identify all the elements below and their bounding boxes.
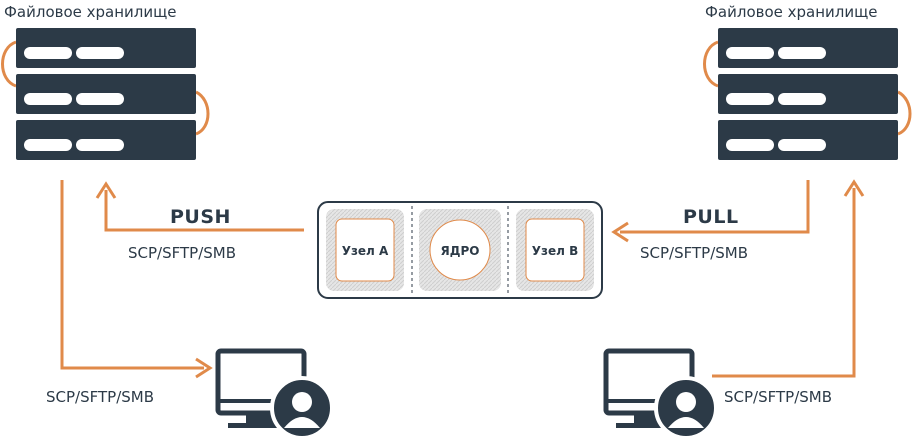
push-label: PUSH (170, 206, 231, 228)
client-right-protocols: SCP/SFTP/SMB (724, 388, 832, 406)
right-client-arrow (712, 179, 865, 378)
user-left-icon (270, 376, 334, 440)
core-label: ЯДРО (441, 244, 480, 258)
core-cluster (317, 201, 603, 299)
push-protocols: SCP/SFTP/SMB (128, 244, 236, 262)
node-b-label: Узел В (532, 244, 578, 258)
left-client-arrow (60, 180, 213, 379)
user-right-icon (654, 376, 718, 440)
pull-flow-arrow (611, 180, 810, 243)
server-rack-left (1, 28, 210, 160)
storage-right-label: Файловое хранилище (705, 3, 877, 21)
pull-label: PULL (683, 206, 739, 228)
node-a-label: Узел А (342, 244, 389, 258)
client-left-protocols: SCP/SFTP/SMB (46, 388, 154, 406)
push-flow-arrow (95, 181, 304, 232)
server-rack-right (703, 28, 912, 160)
storage-left-label: Файловое хранилище (4, 3, 176, 21)
pull-protocols: SCP/SFTP/SMB (640, 244, 748, 262)
